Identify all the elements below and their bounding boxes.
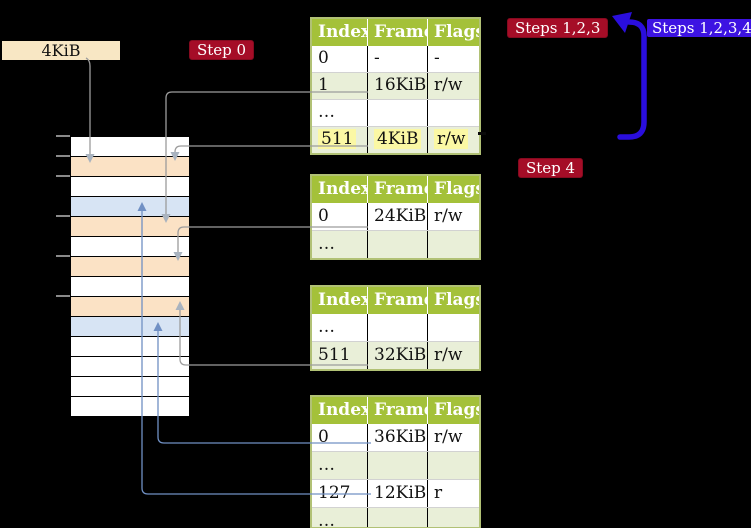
highlight: 4KiB xyxy=(374,129,422,149)
cell-index: … xyxy=(312,314,368,341)
cell-flags: r/w xyxy=(434,345,463,365)
cell-index: … xyxy=(312,452,368,479)
size-label-4kib: 4KiB xyxy=(2,41,120,60)
table-row-highlighted: 511 4KiB r/w xyxy=(312,126,479,153)
badge-steps-123: Steps 1,2,3 xyxy=(507,18,609,38)
memory-row xyxy=(71,177,189,197)
header-cell-flags: Flags xyxy=(434,22,479,42)
page-table-level-1: Index Frame Flags 0 36KiB r/w … 127 12Ki… xyxy=(310,395,481,528)
memory-row xyxy=(71,237,189,257)
cell-index: 127 xyxy=(312,480,368,507)
table-header: Index Frame Flags xyxy=(312,287,479,314)
cell-flags xyxy=(428,452,479,479)
tick-mark xyxy=(56,215,70,217)
memory-column xyxy=(70,136,190,417)
recursive-arrow xyxy=(617,19,647,140)
memory-row xyxy=(71,297,189,317)
table-row: 127 12KiB r xyxy=(312,479,479,507)
cell-flags: - xyxy=(434,48,440,68)
cell-flags: r/w xyxy=(434,206,463,226)
tick-mark xyxy=(56,255,70,257)
cell-index: 511 xyxy=(312,127,368,153)
cell-index: 0 xyxy=(312,424,368,451)
cell-index: 0 xyxy=(312,46,368,72)
cell-flags: r/w xyxy=(434,75,463,95)
cell-frame xyxy=(368,452,428,479)
table-row: 511 32KiB r/w xyxy=(312,341,479,369)
table-row: 0 36KiB r/w xyxy=(312,424,479,451)
header-cell-index: Index xyxy=(312,287,368,314)
cell-flags xyxy=(428,314,479,341)
tick-mark xyxy=(56,155,70,157)
cell-flags: r xyxy=(434,483,443,503)
badge-step-0: Step 0 xyxy=(189,40,255,60)
header-cell-flags: Flags xyxy=(434,400,479,420)
cell-frame xyxy=(368,231,428,258)
header-cell-frame: Frame xyxy=(368,19,428,46)
cell-frame: 32KiB xyxy=(368,342,428,369)
cell-frame: 16KiB xyxy=(368,73,428,99)
page-table-level-2: Index Frame Flags … 511 32KiB r/w xyxy=(310,285,481,371)
memory-row xyxy=(71,357,189,377)
memory-row xyxy=(71,197,189,217)
cell-flags xyxy=(428,508,479,527)
tick-mark xyxy=(56,175,70,177)
cell-frame: 36KiB xyxy=(368,424,428,451)
cell-flags xyxy=(428,100,479,126)
cell-index: 511 xyxy=(312,342,368,369)
highlight: r/w xyxy=(434,129,469,149)
cell-index: … xyxy=(312,100,368,126)
badge-step-4: Step 4 xyxy=(518,158,584,178)
cell-flags xyxy=(428,231,479,258)
cell-index: … xyxy=(312,508,368,527)
header-cell-flags: Flags xyxy=(434,290,479,310)
highlight: 511 xyxy=(318,129,357,149)
memory-row xyxy=(71,337,189,357)
memory-row xyxy=(71,397,189,416)
header-cell-index: Index xyxy=(312,19,368,46)
tick-mark xyxy=(56,135,70,137)
table-row: … xyxy=(312,230,479,258)
cell-frame xyxy=(368,314,428,341)
table-header: Index Frame Flags xyxy=(312,397,479,424)
header-cell-flags: Flags xyxy=(434,179,479,199)
tick-mark xyxy=(56,295,70,297)
cell-frame: 12KiB xyxy=(368,480,428,507)
header-cell-frame: Frame xyxy=(368,287,428,314)
table-row: … xyxy=(312,99,479,126)
table-header: Index Frame Flags xyxy=(312,19,479,46)
recursive-arrowhead xyxy=(612,12,632,33)
table-row: … xyxy=(312,314,479,341)
table-row: 1 16KiB r/w xyxy=(312,72,479,99)
cell-index: … xyxy=(312,231,368,258)
cell-index: 1 xyxy=(312,73,368,99)
page-table-level-4: Index Frame Flags 0 - - 1 16KiB r/w … 51… xyxy=(310,17,481,155)
table-row: 0 24KiB r/w xyxy=(312,203,479,230)
cell-index: 0 xyxy=(312,203,368,230)
table-row: … xyxy=(312,451,479,479)
cell-frame xyxy=(368,100,428,126)
table-row: 0 - - xyxy=(312,46,479,72)
badge-steps-1234: Steps 1,2,3,4 xyxy=(647,19,751,37)
table-row: … xyxy=(312,507,479,527)
header-cell-frame: Frame xyxy=(368,176,428,203)
cell-frame xyxy=(368,508,428,527)
cell-frame: - xyxy=(368,46,428,72)
header-cell-frame: Frame xyxy=(368,397,428,424)
memory-row xyxy=(71,317,189,337)
cell-frame: 24KiB xyxy=(368,203,428,230)
memory-row xyxy=(71,157,189,177)
table-header: Index Frame Flags xyxy=(312,176,479,203)
memory-row xyxy=(71,257,189,277)
cell-flags: r/w xyxy=(428,127,479,153)
page-table-level-3: Index Frame Flags 0 24KiB r/w … xyxy=(310,174,481,260)
header-cell-index: Index xyxy=(312,397,368,424)
memory-row xyxy=(71,137,189,157)
header-cell-index: Index xyxy=(312,176,368,203)
memory-row xyxy=(71,217,189,237)
cell-frame: 4KiB xyxy=(368,127,428,153)
memory-row xyxy=(71,377,189,397)
cell-flags: r/w xyxy=(434,427,463,447)
memory-row xyxy=(71,277,189,297)
